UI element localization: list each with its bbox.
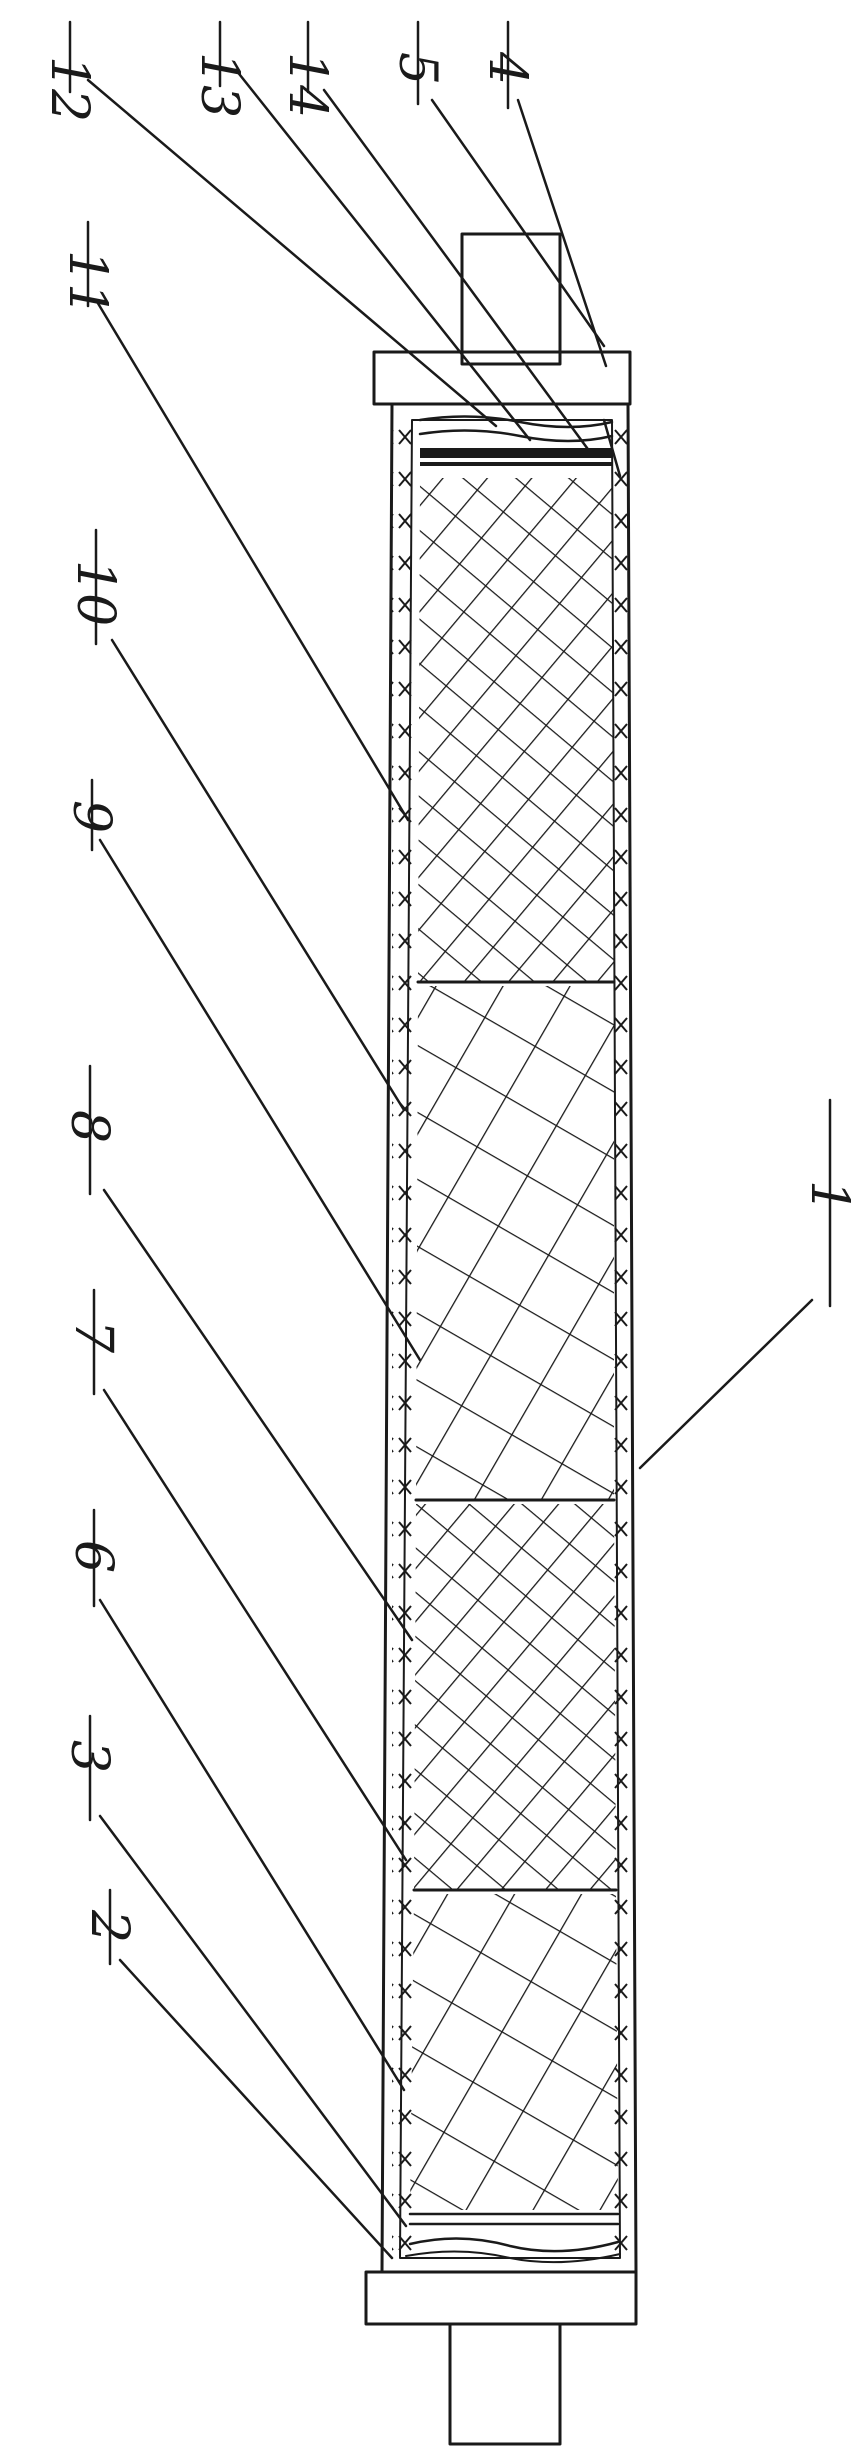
label-1: 1 bbox=[799, 1180, 858, 1213]
segment-coarse-mesh-upper bbox=[414, 986, 616, 1502]
label-2: 2 bbox=[79, 1909, 139, 1943]
label-11: 11 bbox=[57, 250, 117, 316]
label-8: 8 bbox=[59, 1110, 119, 1143]
label-underlines bbox=[68, 20, 832, 1966]
label-5: 5 bbox=[387, 52, 447, 85]
label-7: 7 bbox=[63, 1320, 123, 1354]
bottom-shaft bbox=[364, 2270, 638, 2446]
bottom-end-assembly bbox=[405, 2212, 621, 2264]
reference-numerals: 12 13 14 5 4 11 10 9 8 7 6 3 2 1 bbox=[39, 51, 858, 1943]
leader-lines bbox=[86, 68, 814, 2260]
segment-fine-mesh-top bbox=[416, 478, 616, 984]
label-4: 4 bbox=[477, 51, 537, 85]
segment-coarse-mesh-lower bbox=[410, 1894, 618, 2210]
label-12: 12 bbox=[39, 56, 99, 122]
top-end-assembly bbox=[418, 415, 622, 478]
label-9: 9 bbox=[61, 800, 121, 833]
label-10: 10 bbox=[65, 560, 125, 626]
jacket-layers bbox=[392, 420, 632, 2260]
label-14: 14 bbox=[277, 52, 337, 118]
label-13: 13 bbox=[189, 52, 249, 118]
label-6: 6 bbox=[63, 1540, 123, 1573]
segment-fine-mesh-middle bbox=[412, 1504, 618, 1892]
label-3: 3 bbox=[59, 1740, 119, 1773]
